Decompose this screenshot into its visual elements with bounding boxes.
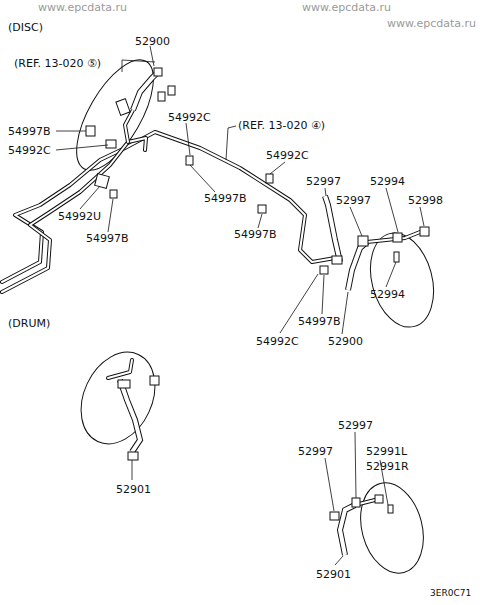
brake-hoses [120,72,367,555]
disc-outlines [61,48,443,580]
reference-note: (REF. 13-020 ⑤) [14,58,101,69]
callout-number: 52901 [116,484,151,495]
callout-number: 52997 [306,176,341,187]
callout-number: 54992C [168,112,211,123]
callout-number: 54992C [266,150,309,161]
callout-number: 54992U [58,211,101,222]
callout-number: 54992C [256,336,299,347]
callout-number: 54992C [8,145,51,156]
callout-number: 54997B [234,229,277,240]
callout-number: 52991L [366,446,407,457]
watermark: www.epcdata.ru [387,18,476,29]
callout-number: 52998 [408,195,443,206]
section-heading: (DISC) [8,22,43,33]
drawing-code: 3ER0C71 [430,589,471,598]
section-heading: (DRUM) [8,318,50,329]
callout-number: 52997 [298,446,333,457]
watermark: www.epcdata.ru [38,2,127,13]
leader-lines [56,46,424,565]
callout-number: 52901 [316,569,351,580]
callout-number: 52900 [135,36,170,47]
clips-and-fittings [86,68,429,520]
callout-number: 54997B [298,316,341,327]
callout-number: 54997B [204,193,247,204]
reference-note: (REF. 13-020 ④) [238,120,325,131]
right-drum [351,476,433,580]
left-drum [67,340,169,456]
callout-number: 54997B [8,126,51,137]
callout-number: 52991R [366,461,409,472]
callout-number: 52997 [336,195,371,206]
callout-number: 52994 [370,289,405,300]
watermark: www.epcdata.ru [302,2,391,13]
callout-number: 54997B [86,233,129,244]
callout-number: 52900 [328,336,363,347]
right-disc [361,226,444,334]
brake-pipes [2,110,420,505]
callout-number: 52997 [338,420,373,431]
callout-number: 52994 [370,176,405,187]
